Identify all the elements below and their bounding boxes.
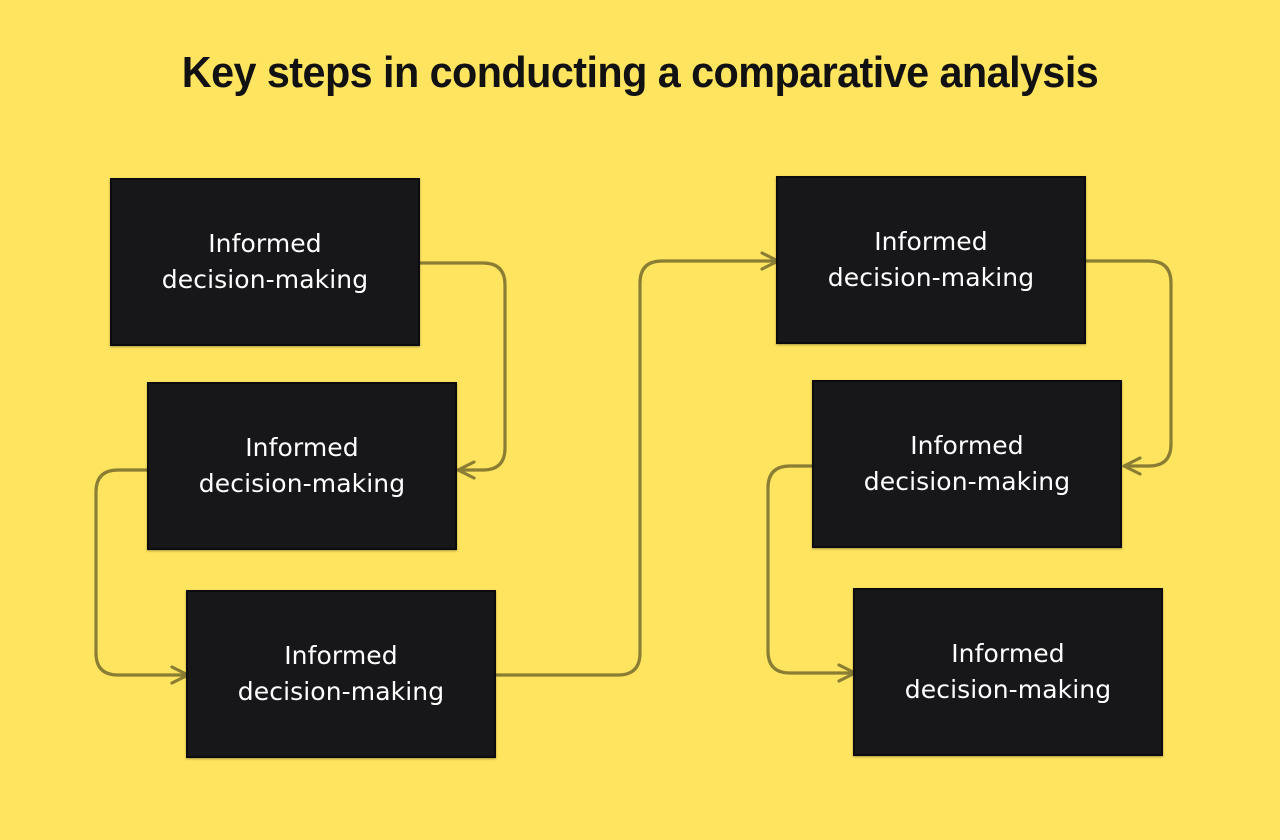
- flow-node-6-label: Informed decision-making: [904, 638, 1112, 704]
- flow-node-6[interactable]: Informed decision-making: [853, 588, 1163, 756]
- connector-3-to-4-path: [495, 259, 776, 677]
- flow-node-4-label: Informed decision-making: [827, 226, 1035, 292]
- flow-node-3-label: Informed decision-making: [237, 640, 445, 706]
- page-title: Key steps in conducting a comparative an…: [181, 48, 1099, 97]
- flow-node-1[interactable]: Informed decision-making: [110, 178, 420, 346]
- flow-node-2-label: Informed decision-making: [198, 432, 406, 498]
- flow-node-1-label: Informed decision-making: [161, 228, 369, 294]
- flow-node-5[interactable]: Informed decision-making: [812, 380, 1122, 548]
- connector-1-to-2-arrowhead: [456, 460, 476, 480]
- flow-node-2[interactable]: Informed decision-making: [147, 382, 457, 550]
- connector-4-to-5-arrowhead: [1122, 456, 1142, 476]
- flow-node-3[interactable]: Informed decision-making: [186, 590, 496, 758]
- flow-node-4[interactable]: Informed decision-making: [776, 176, 1086, 344]
- flow-node-5-label: Informed decision-making: [863, 430, 1071, 496]
